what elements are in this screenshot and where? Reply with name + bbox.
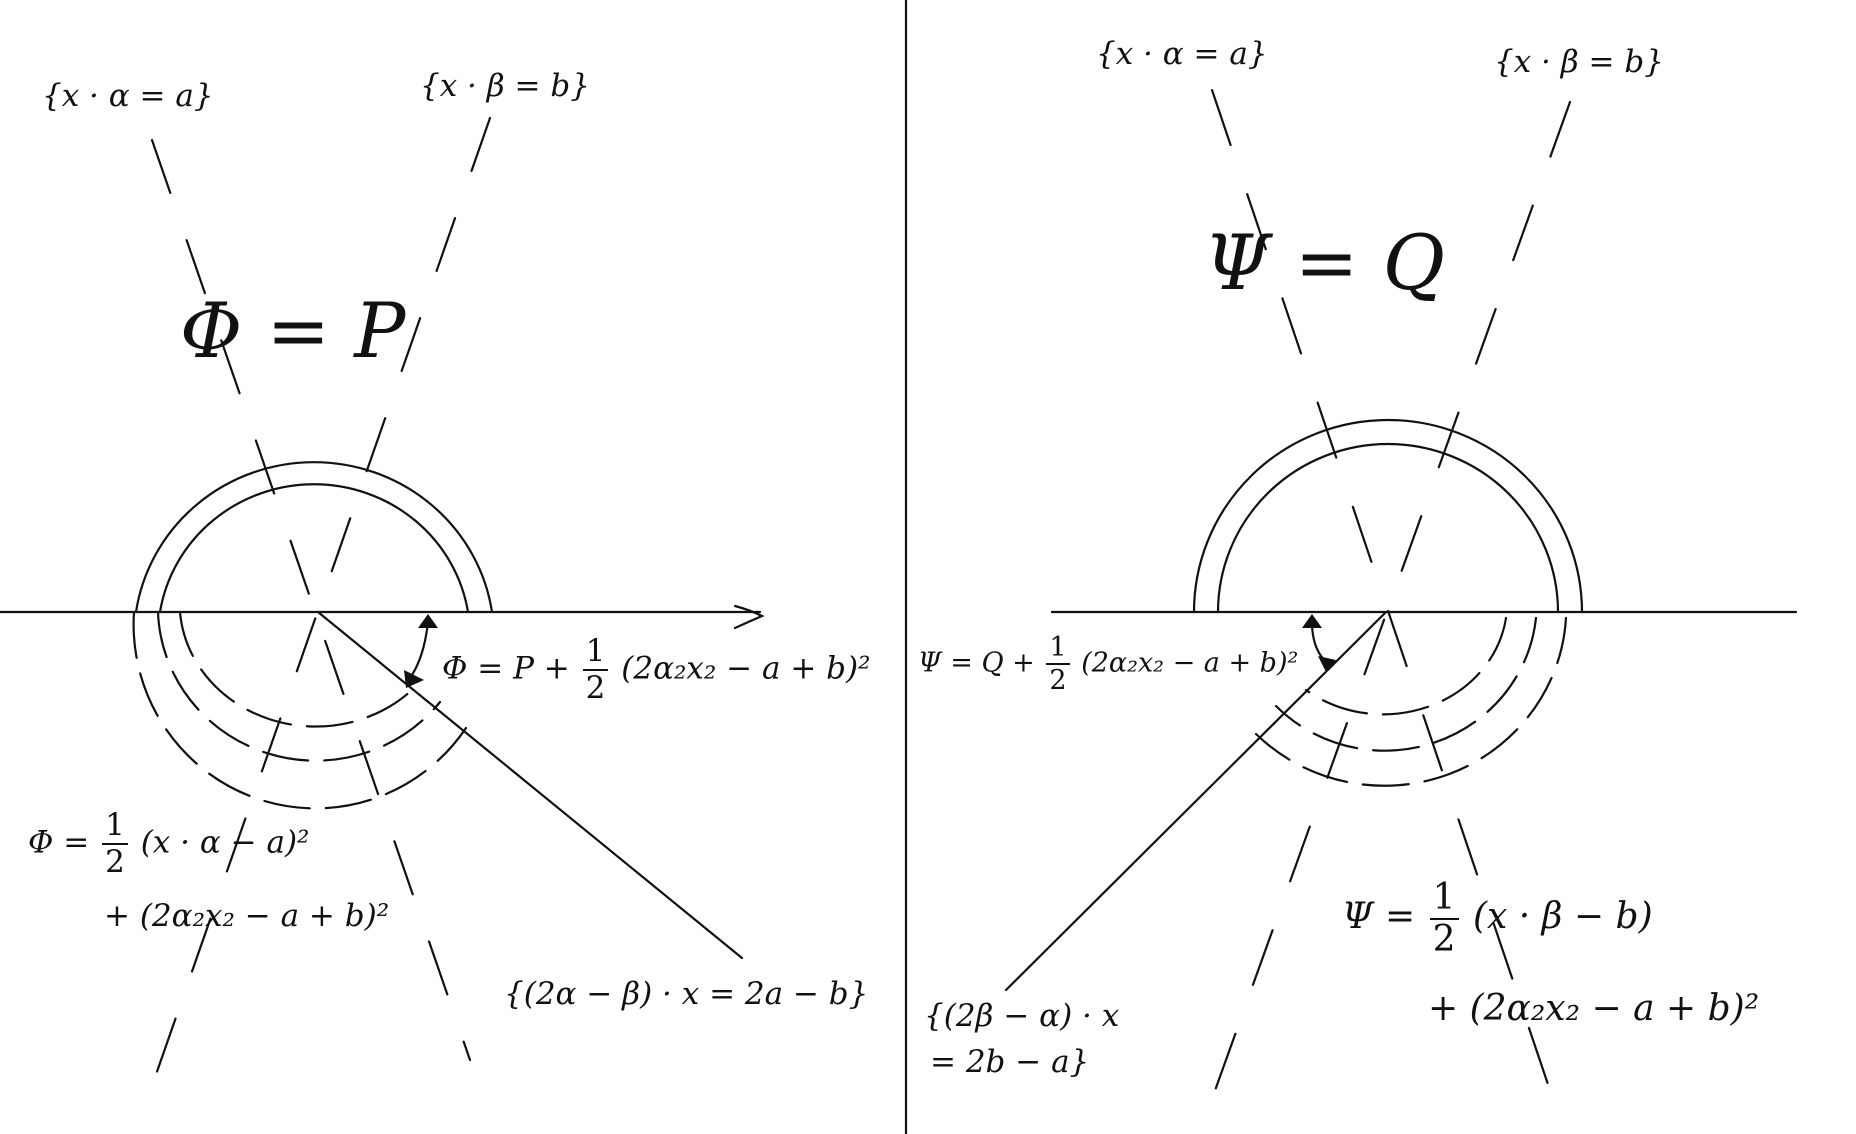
- left-outer-semicircle: [134, 461, 494, 614]
- right-arc-equation-head: Ψ = Q +: [918, 647, 1035, 679]
- left-axis-arrowhead: [733, 604, 765, 630]
- left-angle-arrow-down: [404, 670, 424, 688]
- right-angle-arrow-down: [1318, 656, 1336, 672]
- left-lower-equation-head: Φ =: [28, 824, 90, 861]
- right-arc-equation-tail: (2α₂x₂ − a + b)²: [1081, 647, 1299, 679]
- left-inner-semicircle: [158, 483, 470, 614]
- fraction-denominator: 2: [585, 670, 606, 706]
- fraction-numerator: 1: [1429, 880, 1459, 920]
- right-ray: [1004, 610, 1388, 992]
- right-lower-equation-tail: (x · β − b): [1473, 896, 1653, 937]
- right-dashed-arc-outer: [1254, 616, 1568, 787]
- left-beta-line-label: {x · β = b}: [420, 68, 590, 104]
- left-lower-equation-tail: (x · α − a)²: [140, 824, 310, 861]
- right-alpha-line: [1210, 88, 1558, 1110]
- right-beta-line: [1206, 100, 1572, 1112]
- fraction-numerator: 1: [1046, 634, 1070, 665]
- right-beta-line-label: {x · β = b}: [1494, 44, 1664, 80]
- right-dashed-arc-mid: [1274, 616, 1538, 752]
- left-lower-equation-line2: + (2α₂x₂ − a + b)²: [104, 898, 390, 934]
- left-angle-arrow-up: [418, 614, 438, 628]
- left-alpha-line-label: {x · α = a}: [42, 78, 214, 114]
- left-dashed-arc-mid: [156, 610, 442, 762]
- left-dashed-arc-inner: [178, 610, 414, 728]
- left-angle-arc: [408, 620, 430, 680]
- fraction-numerator: 1: [102, 810, 128, 845]
- right-lower-equation-head: Ψ =: [1342, 896, 1416, 937]
- left-dashed-arc-outer: [132, 610, 468, 810]
- left-region-title: Φ = P: [180, 286, 406, 375]
- fraction-denominator: 2: [1432, 919, 1456, 960]
- fraction-denominator: 2: [105, 844, 125, 880]
- right-dashed-arc-inner: [1304, 616, 1508, 716]
- right-ray-label-line2: = 2b − a}: [930, 1044, 1090, 1080]
- right-ray-label-line1: {(2β − α) · x: [924, 998, 1120, 1034]
- right-inner-semicircle: [1216, 442, 1560, 614]
- right-outer-semicircle: [1192, 418, 1584, 614]
- right-alpha-line-label: {x · α = a}: [1096, 36, 1268, 72]
- right-angle-arrow-up: [1302, 614, 1322, 628]
- left-arc-equation-head: Φ = P +: [442, 650, 570, 687]
- right-region-title: Ψ = Q: [1204, 218, 1445, 307]
- fraction-denominator: 2: [1049, 665, 1067, 696]
- left-arc-equation-tail: (2α₂x₂ − a + b)²: [621, 650, 871, 687]
- left-ray-label: {(2α − β) · x = 2a − b}: [504, 976, 869, 1012]
- right-lower-equation-line2: + (2α₂x₂ − a + b)²: [1428, 988, 1760, 1029]
- fraction-numerator: 1: [582, 636, 609, 671]
- left-beta-line: [150, 116, 492, 1088]
- left-ray: [316, 610, 744, 960]
- left-alpha-line: [150, 138, 472, 1062]
